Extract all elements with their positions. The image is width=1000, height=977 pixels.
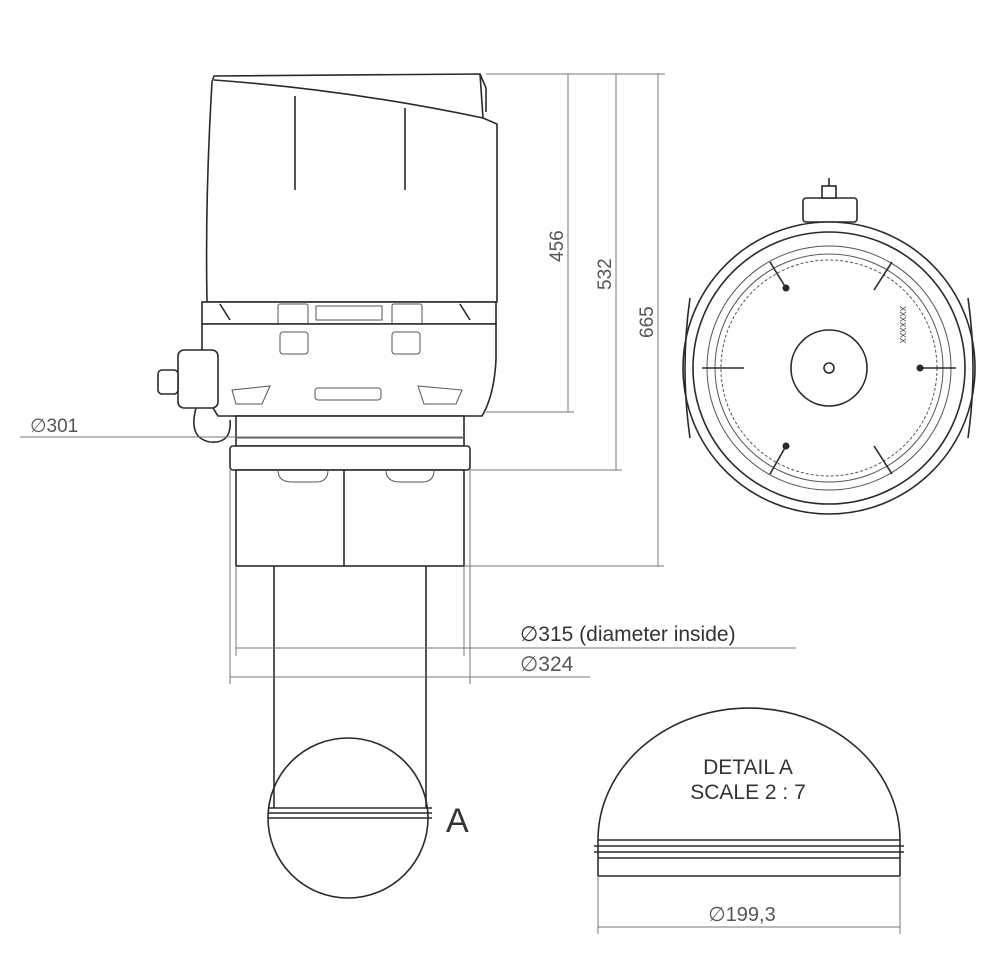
- adapter-ring: [235, 415, 465, 447]
- dim-324-label: ∅324: [520, 653, 574, 676]
- cap-slant-line: [213, 79, 484, 119]
- detail-title: DETAIL A: [703, 756, 793, 779]
- motor-hub: [790, 329, 868, 407]
- dim-199-label: ∅199,3: [708, 904, 775, 926]
- flange-body: [235, 469, 465, 567]
- fan-cap: [205, 73, 498, 303]
- motor-band: [201, 301, 497, 325]
- detail-callout-letter: A: [446, 802, 469, 840]
- base-collar: [229, 445, 471, 471]
- housing-marking: XXXXXXX: [898, 306, 907, 344]
- side-view: [157, 73, 498, 899]
- dim-301-label: ∅301: [30, 416, 78, 437]
- detail-scale: SCALE 2 : 7: [690, 781, 806, 804]
- detail-a-dome: [597, 707, 901, 841]
- dim-665-label: 665: [637, 306, 658, 338]
- dim-456-label: 456: [547, 230, 568, 262]
- duct-pipe: [268, 566, 432, 819]
- detail-a-circle: [267, 737, 429, 899]
- dim-315-label: ∅315 (diameter inside): [520, 623, 736, 646]
- junction-box: [157, 349, 231, 443]
- top-view: XXXXXXX: [682, 178, 976, 515]
- detail-a-view: [594, 707, 904, 934]
- dimension-lines: [20, 73, 796, 684]
- fan-base: [201, 323, 497, 417]
- dim-532-label: 532: [595, 258, 616, 290]
